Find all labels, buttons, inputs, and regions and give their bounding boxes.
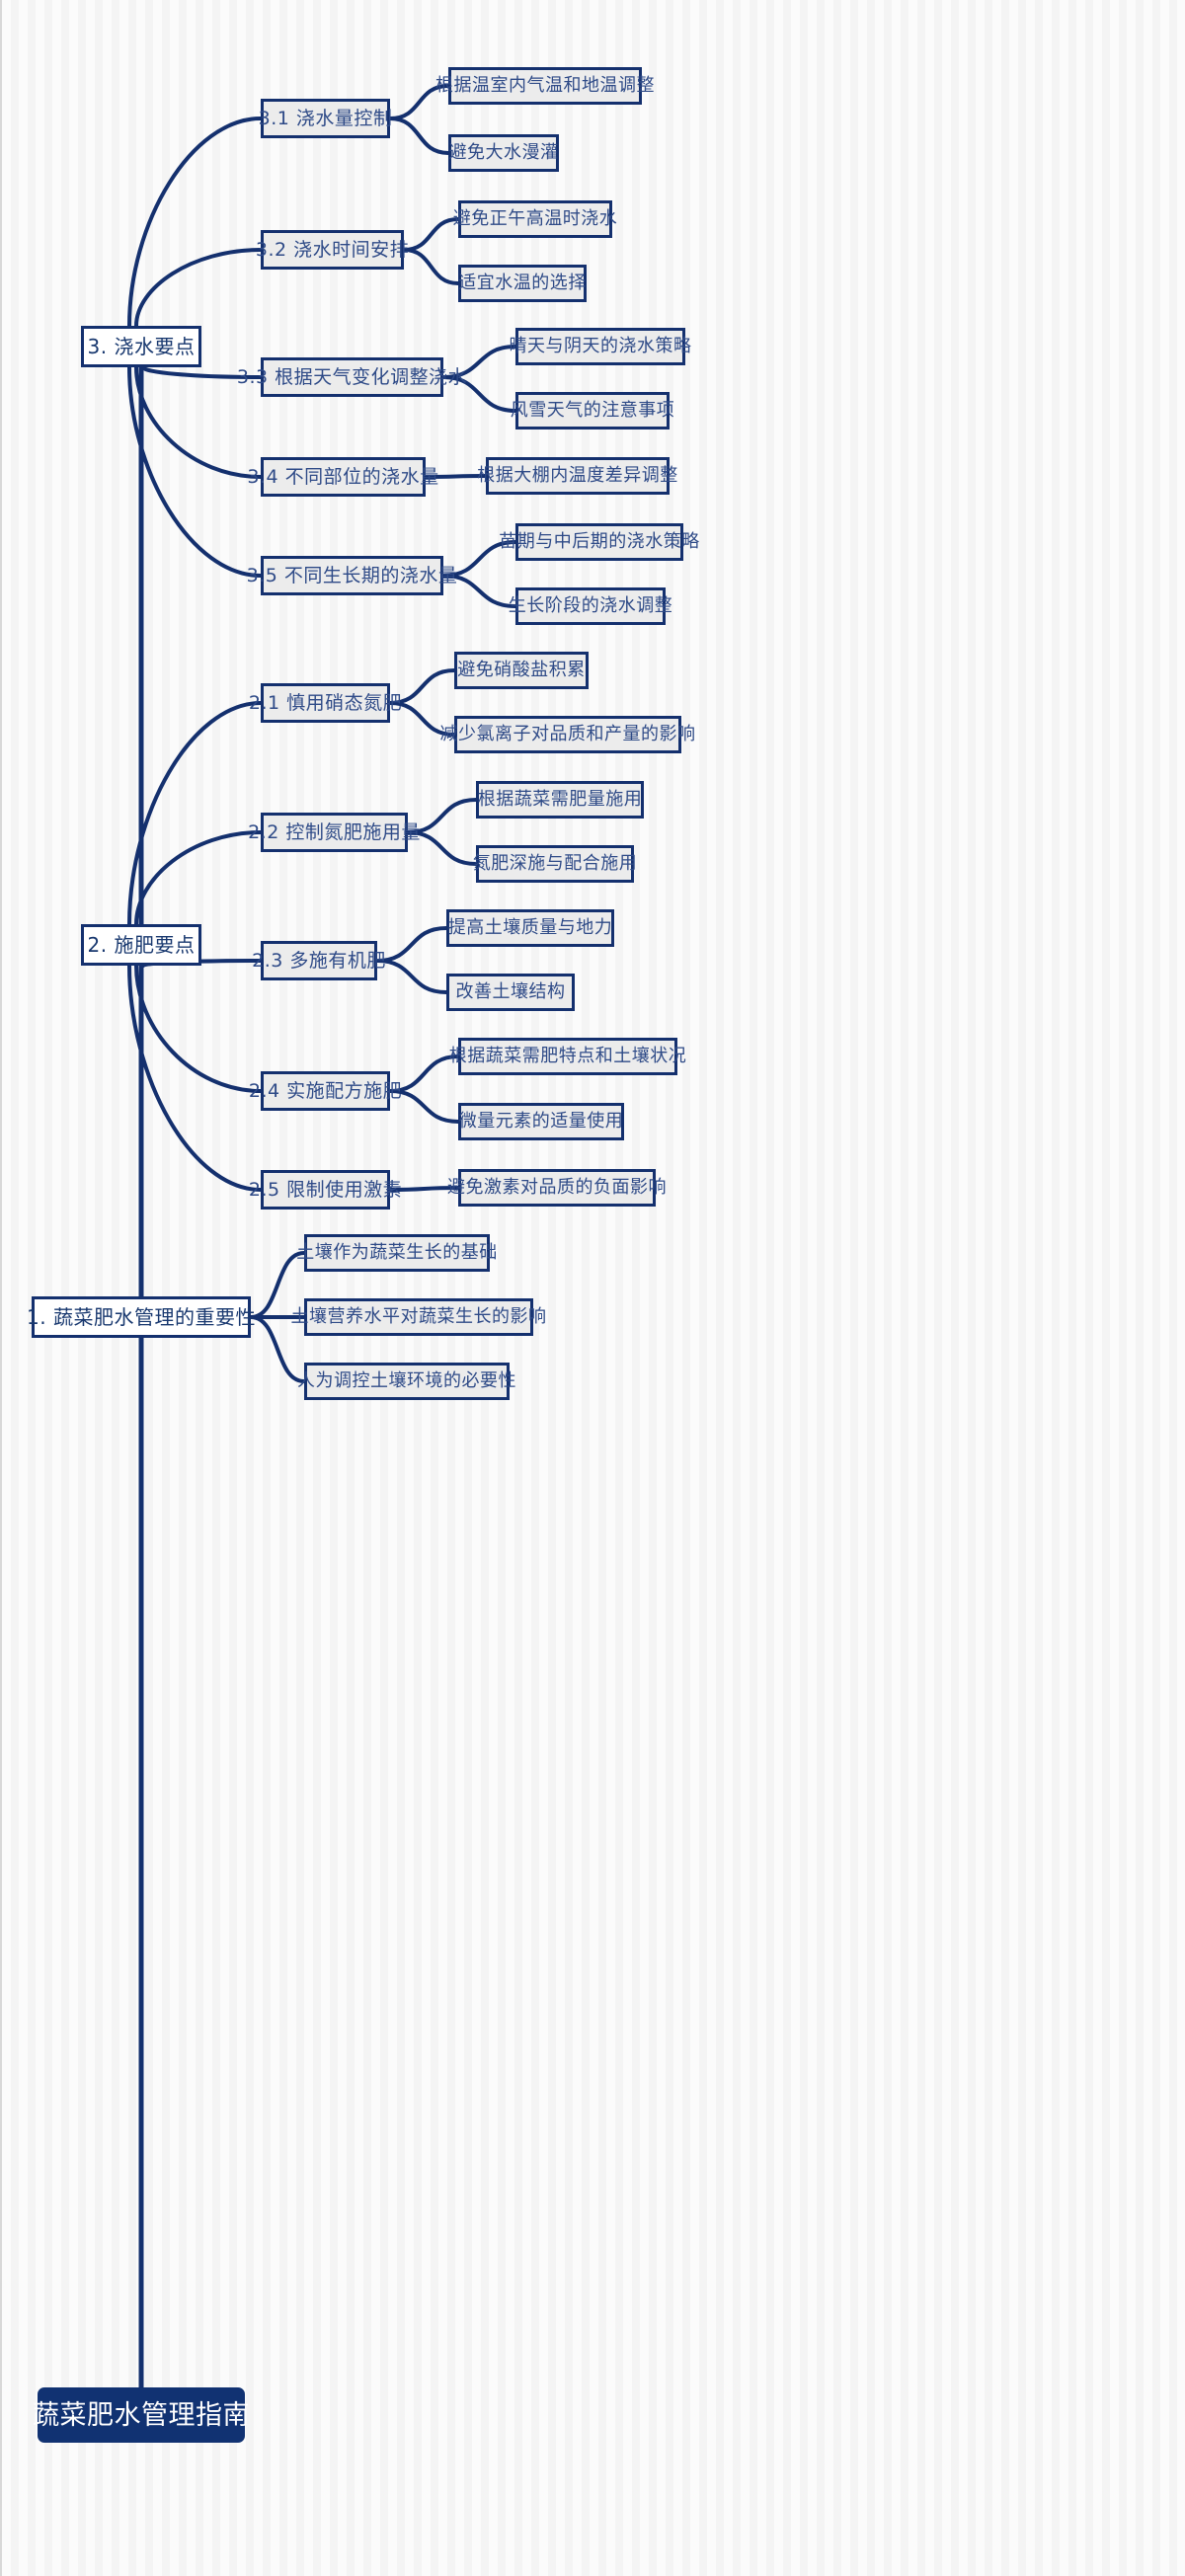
leaf-label: 根据蔬菜需肥特点和土壤状况: [448, 1046, 687, 1066]
leaf-label: 生长阶段的浇水调整: [508, 595, 673, 616]
subtopic-2-1[interactable]: 2.1 慎用硝态氮肥: [249, 683, 402, 723]
leaf-label: 苗期与中后期的浇水策略: [499, 531, 700, 552]
leaf-2-2-2[interactable]: 氮肥深施与配合施用: [473, 845, 637, 883]
leaf-label: 根据大棚内温度差异调整: [477, 465, 678, 486]
branch-node-2[interactable]: 2. 施肥要点: [81, 924, 201, 966]
edge-b2-n21: [127, 701, 263, 926]
leaf-label: 土壤营养水平对蔬菜生长的影响: [290, 1306, 547, 1327]
subtopic-label: 3.5 不同生长期的浇水量: [246, 564, 458, 586]
subtopic-label: 2.5 限制使用激素: [248, 1178, 403, 1201]
leaf-3-2-2[interactable]: 适宜水温的选择: [458, 265, 587, 302]
subtopic-3-3[interactable]: 3.3 根据天气变化调整浇水: [237, 357, 467, 397]
edge-b3-n31: [127, 117, 263, 328]
subtopic-label: 3.3 根据天气变化调整浇水: [236, 365, 468, 388]
leaf-2-1-1[interactable]: 避免硝酸盐积累: [454, 652, 589, 689]
subtopic-label: 3.2 浇水时间安排: [255, 238, 410, 261]
edge-n23-l232: [375, 959, 448, 994]
branch-node-3[interactable]: 3. 浇水要点: [81, 326, 201, 367]
branch-label: 3. 浇水要点: [87, 335, 196, 358]
leaf-label: 提高土壤质量与地力: [447, 917, 613, 938]
subtopic-2-2[interactable]: 2.2 控制氮肥施用量: [248, 813, 420, 852]
leaf-label: 风雪天气的注意事项: [510, 400, 675, 421]
leaf-label: 根据蔬菜需肥量施用: [477, 789, 643, 810]
leaf-label: 人为调控土壤环境的必要性: [297, 1370, 516, 1391]
root-label: 蔬菜肥水管理指南: [33, 2399, 250, 2431]
leaf-label: 土壤作为蔬菜生长的基础: [296, 1242, 498, 1263]
leaf-label: 根据温室内气温和地温调整: [435, 75, 655, 96]
leaf-3-3-1[interactable]: 晴天与阴天的浇水策略: [510, 328, 691, 365]
leaf-1-2[interactable]: 土壤营养水平对蔬菜生长的影响: [291, 1298, 546, 1336]
edge-b3-n35: [127, 365, 263, 578]
leaf-2-1-2[interactable]: 减少氯离子对品质和产量的影响: [440, 716, 695, 753]
leaf-label: 氮肥深施与配合施用: [472, 853, 638, 874]
subtopic-label: 2.3 多施有机肥: [252, 949, 386, 972]
leaf-2-2-1[interactable]: 根据蔬菜需肥量施用: [476, 781, 644, 819]
leaf-label: 适宜水温的选择: [458, 273, 587, 293]
edge-b2-n22: [134, 830, 263, 926]
subtopic-label: 3.1 浇水量控制: [258, 107, 393, 129]
leaf-3-5-1[interactable]: 苗期与中后期的浇水策略: [499, 523, 699, 561]
edge-b2-n24: [134, 964, 263, 1093]
leaf-label: 改善土壤结构: [455, 981, 566, 1002]
leaf-label: 避免大水漫灌: [448, 142, 559, 163]
edge-n32-l321: [402, 217, 460, 252]
subtopic-2-3[interactable]: 2.3 多施有机肥: [252, 941, 385, 980]
leaf-2-3-1[interactable]: 提高土壤质量与地力: [446, 909, 614, 947]
subtopic-3-4[interactable]: 3.4 不同部位的浇水量: [247, 457, 438, 497]
edge-b2-n25: [127, 964, 263, 1192]
subtopic-2-5[interactable]: 2.5 限制使用激素: [249, 1170, 402, 1210]
leaf-3-5-2[interactable]: 生长阶段的浇水调整: [509, 587, 672, 625]
leaf-label: 避免激素对品质的负面影响: [447, 1177, 667, 1198]
subtopic-label: 2.2 控制氮肥施用量: [248, 820, 421, 843]
subtopic-3-2[interactable]: 3.2 浇水时间安排: [256, 230, 409, 270]
leaf-3-1-2[interactable]: 避免大水漫灌: [448, 134, 559, 172]
subtopic-label: 2.4 实施配方施肥: [248, 1079, 403, 1102]
leaf-2-3-2[interactable]: 改善土壤结构: [446, 974, 575, 1011]
leaf-1-1[interactable]: 土壤作为蔬菜生长的基础: [296, 1234, 497, 1272]
subtopic-3-5[interactable]: 3.5 不同生长期的浇水量: [247, 556, 457, 595]
edge-n31-l312: [388, 117, 450, 155]
leaf-label: 减少氯离子对品质和产量的影响: [439, 724, 696, 744]
leaf-label: 晴天与阴天的浇水策略: [509, 336, 692, 356]
subtopic-label: 2.1 慎用硝态氮肥: [248, 691, 403, 714]
branch-label: 1. 蔬菜肥水管理的重要性: [27, 1305, 256, 1329]
leaf-2-4-1[interactable]: 根据蔬菜需肥特点和土壤状况: [449, 1038, 686, 1075]
subtopic-3-1[interactable]: 3.1 浇水量控制: [258, 99, 393, 138]
edge-b3-n32: [134, 248, 263, 328]
subtopic-label: 3.4 不同部位的浇水量: [247, 465, 439, 488]
branch-node-1[interactable]: 1. 蔬菜肥水管理的重要性: [27, 1296, 255, 1338]
leaf-label: 避免正午高温时浇水: [452, 208, 618, 229]
leaf-1-3[interactable]: 人为调控土壤环境的必要性: [297, 1363, 516, 1400]
leaf-label: 微量元素的适量使用: [458, 1111, 624, 1132]
leaf-3-3-2[interactable]: 风雪天气的注意事项: [511, 392, 674, 429]
leaf-2-5-1[interactable]: 避免激素对品质的负面影响: [447, 1169, 667, 1207]
subtopic-2-4[interactable]: 2.4 实施配方施肥: [249, 1071, 402, 1111]
leaf-3-4-1[interactable]: 根据大棚内温度差异调整: [477, 457, 677, 495]
root-node[interactable]: 蔬菜肥水管理指南: [33, 2387, 250, 2443]
edge-n32-l322: [402, 248, 460, 285]
leaf-2-4-2[interactable]: 微量元素的适量使用: [458, 1103, 624, 1140]
edge-n23-l231: [375, 926, 448, 963]
leaf-label: 避免硝酸盐积累: [457, 660, 586, 680]
leaf-3-1-1[interactable]: 根据温室内气温和地温调整: [435, 67, 655, 105]
leaf-3-2-1[interactable]: 避免正午高温时浇水: [453, 200, 617, 238]
branch-label: 2. 施肥要点: [87, 933, 196, 957]
